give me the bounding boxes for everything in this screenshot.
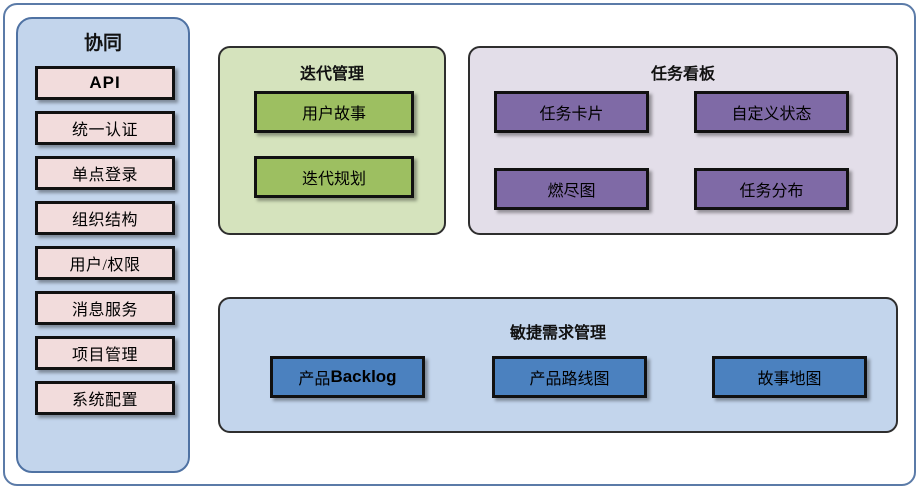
outer-frame	[3, 3, 916, 486]
panel-collaboration-title: 协同	[83, 33, 122, 54]
sidebar-item-unified-auth[interactable]: 统一认证	[35, 111, 175, 145]
sidebar-item-project-management[interactable]: 项目管理	[35, 336, 175, 370]
iteration-item-iteration-planning[interactable]: 迭代规划	[254, 156, 414, 198]
panel-iteration-management-title: 迭代管理	[299, 66, 364, 83]
panel-collaboration[interactable]: 协同 API 统一认证 单点登录 组织结构 用户/权限 消息服务 项目管理 系统…	[16, 17, 190, 473]
sidebar-item-user-permission[interactable]: 用户/权限	[35, 246, 175, 280]
collaboration-item-list: API 统一认证 单点登录 组织结构 用户/权限 消息服务 项目管理 系统配置	[35, 66, 175, 426]
agile-item-story-map[interactable]: 故事地图	[712, 356, 867, 398]
taskboard-item-burndown-chart[interactable]: 燃尽图	[494, 168, 649, 210]
panel-task-board[interactable]: 任务看板 任务卡片 自定义状态 燃尽图 任务分布	[468, 46, 898, 235]
panel-agile-requirement-management-title: 敏捷需求管理	[509, 325, 606, 342]
sidebar-item-org-structure[interactable]: 组织结构	[35, 201, 175, 235]
sidebar-item-api[interactable]: API	[35, 66, 175, 100]
agile-item-product-roadmap[interactable]: 产品路线图	[492, 356, 647, 398]
taskboard-item-custom-status[interactable]: 自定义状态	[694, 91, 849, 133]
panel-iteration-management[interactable]: 迭代管理 用户故事 迭代规划	[218, 46, 446, 235]
taskboard-item-task-card[interactable]: 任务卡片	[494, 91, 649, 133]
agile-item-product-backlog-cjk: 产品	[298, 371, 331, 388]
agile-item-product-backlog-latin: Backlog	[330, 367, 397, 386]
iteration-item-user-story[interactable]: 用户故事	[254, 91, 414, 133]
sidebar-item-system-config[interactable]: 系统配置	[35, 381, 175, 415]
taskboard-item-task-distribution[interactable]: 任务分布	[694, 168, 849, 210]
sidebar-item-message-service[interactable]: 消息服务	[35, 291, 175, 325]
panel-task-board-title: 任务看板	[650, 66, 715, 83]
sidebar-item-single-sign-on[interactable]: 单点登录	[35, 156, 175, 190]
